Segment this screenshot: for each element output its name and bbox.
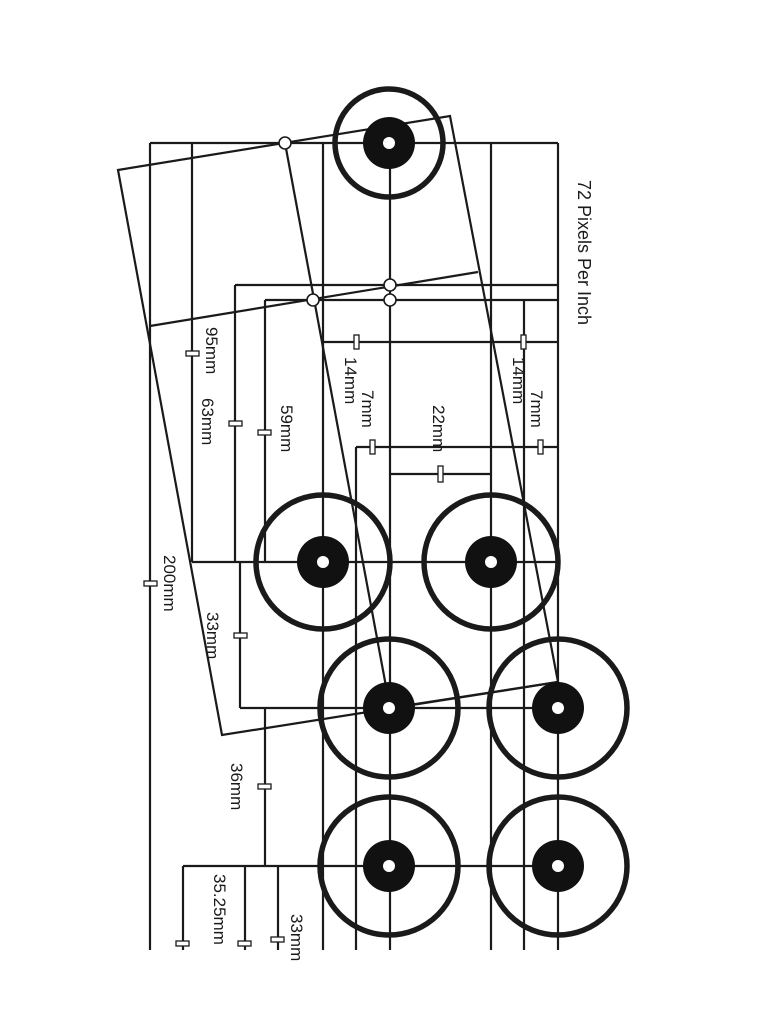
wheel-top [332, 86, 446, 200]
wheel-row1-left [253, 492, 393, 632]
wheel-row2-left [317, 636, 461, 780]
wheel-row1-right [421, 492, 561, 632]
label-7mm-left: 7mm [358, 390, 377, 428]
scale-note: 72 Pixels Per Inch [574, 180, 594, 325]
label-59mm: 59mm [277, 405, 296, 452]
label-63mm: 63mm [198, 398, 217, 445]
dimension-ticks [143, 334, 544, 947]
dimension-labels: 95mm 63mm 59mm 14mm 7mm 22mm 14mm 7mm 20… [160, 327, 546, 961]
label-36mm: 36mm [227, 763, 246, 810]
label-200mm: 200mm [160, 555, 179, 612]
label-33mm-lower: 33mm [287, 914, 306, 961]
label-14mm-left: 14mm [341, 357, 360, 404]
label-22mm: 22mm [429, 405, 448, 452]
label-95mm: 95mm [202, 327, 221, 374]
label-7mm-right: 7mm [527, 390, 546, 428]
label-33mm-upper: 33mm [203, 612, 222, 659]
label-14mm-right: 14mm [509, 357, 528, 404]
label-35-25mm: 35.25mm [210, 874, 229, 945]
pivot-joints [278, 136, 397, 307]
wheel-row3-left [317, 794, 461, 938]
wheel-row2-right [486, 636, 630, 780]
wheel-row3-right [486, 794, 630, 938]
